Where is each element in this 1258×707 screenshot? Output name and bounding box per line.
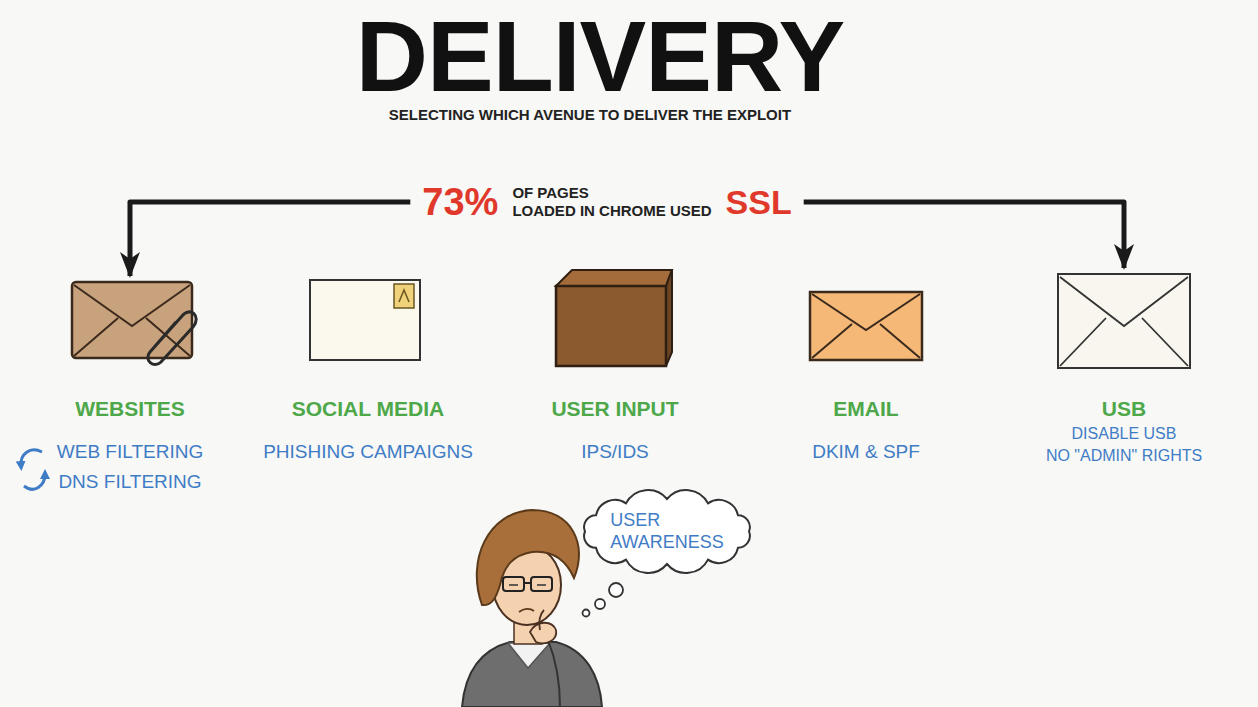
bracket-arrow: [130, 202, 410, 276]
countermeasure: WEB FILTERING: [57, 437, 203, 467]
channel-node: USER INPUT IPS/IDS: [551, 268, 678, 467]
cycle-arrows: [21, 450, 45, 489]
channel-name: SOCIAL MEDIA: [263, 396, 473, 421]
channel-node: USBDISABLE USBNO "ADMIN" RIGHTS: [1046, 274, 1202, 467]
channel-name: USB: [1046, 396, 1202, 421]
channel-name: EMAIL: [812, 396, 920, 421]
channel-node: EMAIL DKIM & SPF: [812, 292, 920, 467]
postcard-icon: [310, 280, 420, 360]
cloud-outline: [574, 488, 760, 575]
stat-figure: SSL: [726, 185, 792, 219]
bracket-arrow: [804, 202, 1124, 268]
channel-node: SOCIAL MEDIA PHISHING CAMPAIGNS: [263, 278, 473, 467]
countermeasure: PHISHING CAMPAIGNS: [263, 437, 473, 467]
envelope-icon: [1058, 274, 1190, 368]
thought-bubble: USER AWARENESS: [574, 488, 760, 575]
stat-text: LOADED IN CHROME USED: [512, 202, 711, 220]
channel-name: WEBSITES: [57, 396, 203, 421]
diagram-title: DELIVERY: [0, 6, 1200, 106]
parcel-icon: [556, 270, 672, 366]
countermeasure: NO "ADMIN" RIGHTS: [1046, 445, 1202, 467]
stat-callout: 73% OF PAGESLOADED IN CHROME USED SSL: [410, 183, 803, 221]
channel-name: USER INPUT: [551, 396, 678, 421]
envelope-icon: [810, 292, 922, 360]
countermeasure: IPS/IDS: [551, 437, 678, 467]
cloud-shape: [584, 490, 750, 573]
envelope-clip-icon: [72, 282, 196, 365]
stat-text-column: OF PAGESLOADED IN CHROME USED: [512, 184, 711, 220]
stat-text: OF PAGES: [512, 184, 711, 202]
stat-figure: 73%: [422, 183, 498, 221]
countermeasure: DKIM & SPF: [812, 437, 920, 467]
thinking-person: [462, 510, 602, 707]
channel-node: WEBSITES WEB FILTERINGDNS FILTERING: [57, 282, 203, 497]
thought-trail: [583, 583, 624, 617]
thought-text: USER AWARENESS: [610, 509, 724, 553]
countermeasure: DNS FILTERING: [57, 467, 203, 497]
countermeasure: DISABLE USB: [1046, 423, 1202, 445]
subtitle-label: SELECTING WHICH AVENUE TO DELIVER THE EX…: [389, 106, 791, 123]
